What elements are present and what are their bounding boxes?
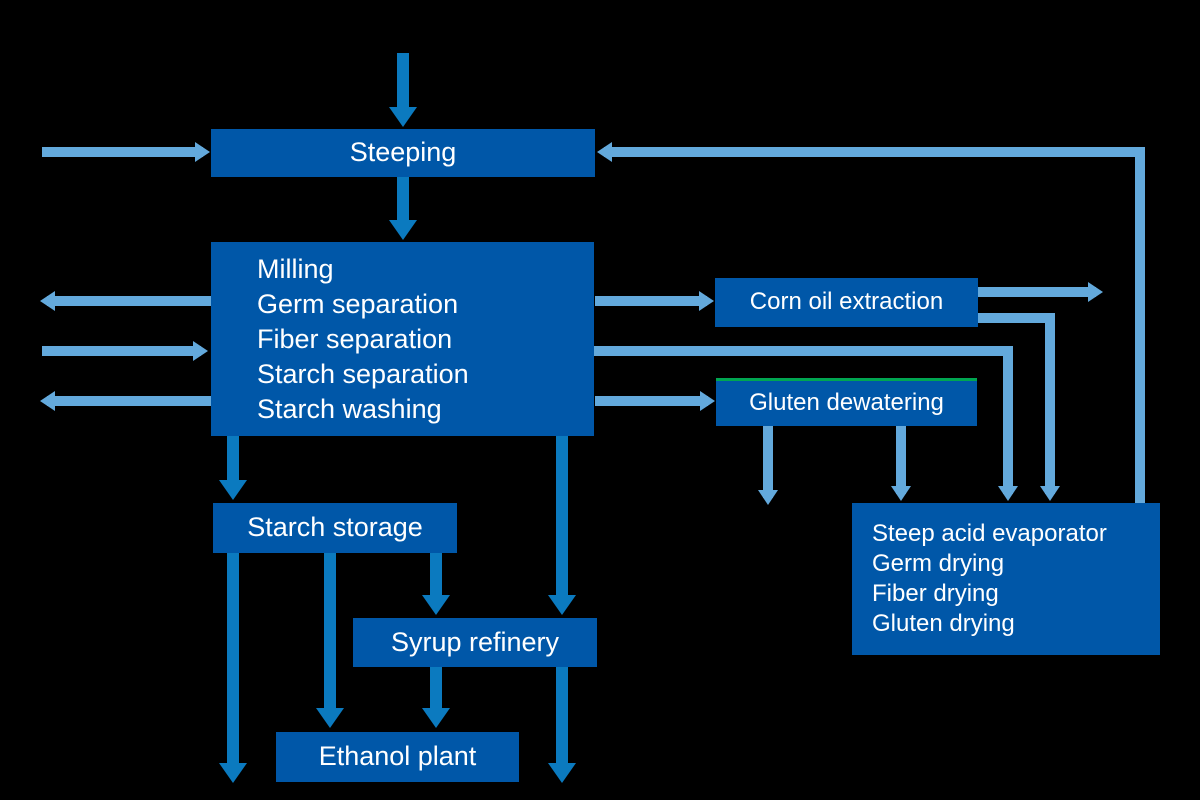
node-milling-line: Starch washing (257, 393, 442, 424)
node-dryers-line: Steep acid evaporator (872, 520, 1107, 547)
arrow-dryers-to-steeping (597, 142, 1145, 503)
node-corn-oil-extraction: Corn oil extraction (715, 278, 978, 327)
node-corn-oil-extraction-label: Corn oil extraction (749, 288, 944, 316)
node-milling-line: Milling (257, 253, 334, 284)
arrow-corn-oil-extraction-to-dryers (978, 313, 1060, 501)
node-milling-line: Germ separation (257, 288, 459, 319)
node-milling-line: Fiber separation (257, 323, 453, 354)
node-dryers-line: Fiber drying (872, 580, 999, 607)
node-dryers-line: Germ drying (872, 550, 1005, 577)
node-steeping-label: Steeping (349, 137, 457, 168)
arrow-milling-to-dryers (593, 346, 1018, 501)
node-ethanol-plant-label: Ethanol plant (318, 741, 477, 772)
node-steeping: Steeping (211, 129, 595, 177)
node-dryers: Steep acid evaporator Germ drying Fiber … (852, 503, 1160, 655)
node-starch-storage-label: Starch storage (247, 512, 423, 543)
node-syrup-refinery-label: Syrup refinery (390, 626, 560, 657)
node-gluten-dewatering: Gluten dewatering (716, 378, 977, 426)
node-gluten-dewatering-label: Gluten dewatering (749, 389, 944, 417)
node-starch-storage: Starch storage (213, 503, 457, 553)
node-dryers-line: Gluten drying (872, 610, 1015, 637)
node-milling-line: Starch separation (257, 358, 469, 389)
node-syrup-refinery: Syrup refinery (353, 618, 597, 667)
node-milling: Milling Germ separation Fiber separation… (211, 242, 594, 436)
node-ethanol-plant: Ethanol plant (276, 732, 519, 782)
